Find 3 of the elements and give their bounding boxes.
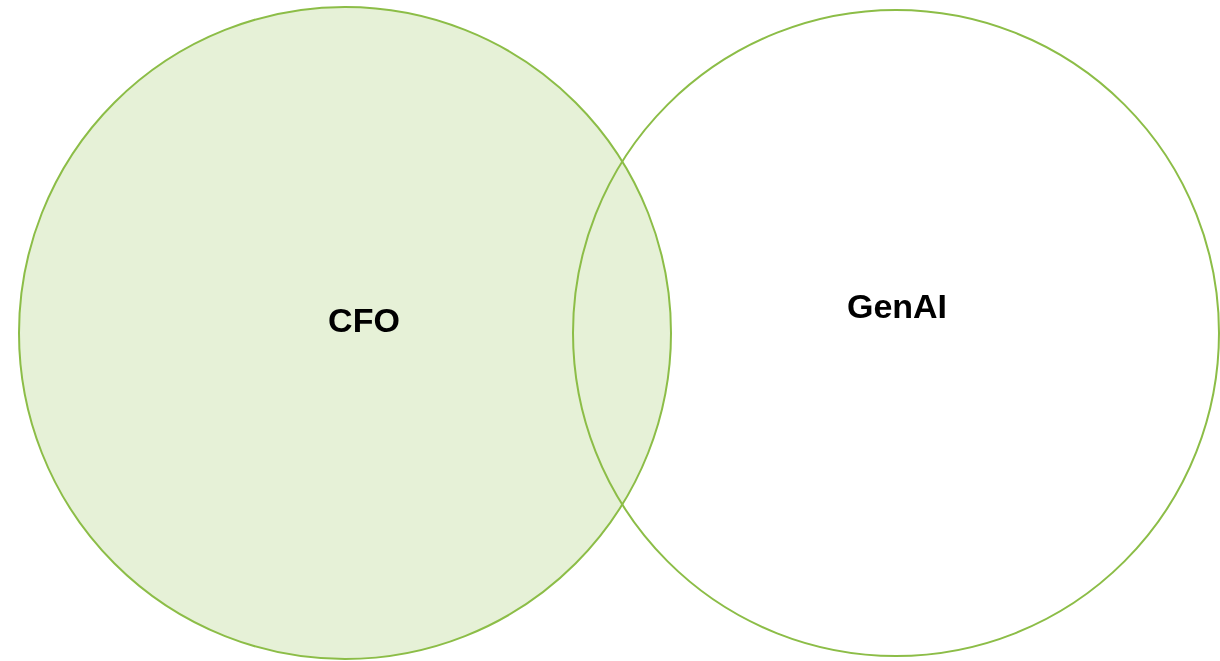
venn-circle: [572, 9, 1220, 657]
circle-label: GenAI: [846, 286, 948, 326]
circle-label: CFO: [328, 300, 400, 340]
